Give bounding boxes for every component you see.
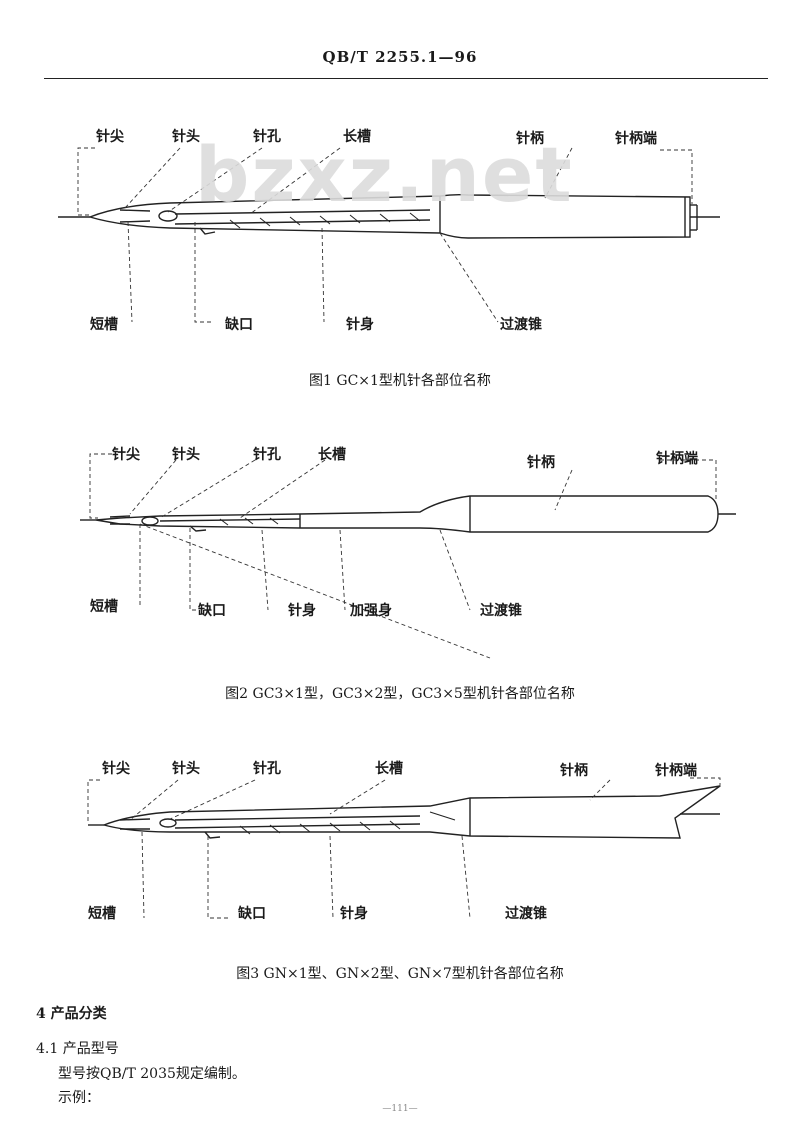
label-shank-end: 针柄端 [656, 451, 698, 467]
label-shank-end: 针柄端 [615, 131, 657, 147]
label-shank: 针柄 [560, 763, 588, 779]
label-notch: 缺口 [225, 317, 253, 333]
label-tip: 针尖 [96, 129, 124, 145]
label-notch: 缺口 [238, 906, 266, 922]
label-blade: 针身 [346, 317, 374, 333]
subsection-heading: 4.1 产品型号 [36, 1041, 119, 1057]
label-long-groove: 长槽 [375, 761, 403, 777]
label-eye: 针孔 [253, 129, 281, 145]
label-shank: 针柄 [516, 131, 544, 147]
label-head: 针头 [172, 761, 200, 777]
watermark: bzxz.net [195, 130, 574, 219]
figure-3-caption: 图3 GN×1型、GN×2型、GN×7型机针各部位名称 [236, 966, 564, 982]
label-eye: 针孔 [253, 447, 281, 463]
section-heading: 4 产品分类 [36, 1006, 107, 1022]
label-long-groove: 长槽 [318, 447, 346, 463]
label-short-groove: 短槽 [88, 906, 116, 922]
label-short-groove: 短槽 [90, 599, 118, 615]
page-footer: —111— [382, 1104, 418, 1114]
label-shank: 针柄 [527, 455, 555, 471]
figure-2-drawing [80, 453, 736, 659]
label-head: 针头 [172, 447, 200, 463]
label-long-groove: 长槽 [343, 129, 371, 145]
label-taper: 过渡锥 [505, 906, 547, 922]
label-reinforced: 加强身 [350, 603, 392, 619]
figure-1-drawing [58, 147, 720, 323]
label-blade: 针身 [288, 603, 316, 619]
figure-2-caption: 图2 GC3×1型，GC3×2型，GC3×5型机针各部位名称 [225, 686, 575, 702]
figure-1: bzxz.net 针尖 针头 针孔 长槽 针柄 针柄端 短槽 缺口 针身 过渡锥… [0, 0, 800, 400]
label-shank-end: 针柄端 [655, 763, 697, 779]
label-notch: 缺口 [198, 603, 226, 619]
label-tip: 针尖 [102, 761, 130, 777]
label-blade: 针身 [340, 906, 368, 922]
label-taper: 过渡锥 [500, 317, 542, 333]
label-eye: 针孔 [253, 761, 281, 777]
label-taper: 过渡锥 [480, 603, 522, 619]
label-head: 针头 [172, 129, 200, 145]
page-header: QB/T 2255.1—96 [322, 48, 478, 66]
body-line-2: 示例： [58, 1090, 100, 1106]
figure-1-caption: 图1 GC×1型机针各部位名称 [309, 373, 491, 389]
label-tip: 针尖 [112, 447, 140, 463]
figure-2: 针尖 针头 针孔 长槽 针柄 针柄端 短槽 缺口 针身 加强身 过渡锥 图2 G… [0, 400, 800, 710]
label-short-groove: 短槽 [90, 317, 118, 333]
body-line-1: 型号按QB/T 2035规定编制。 [58, 1066, 246, 1082]
figure-3: 针尖 针头 针孔 长槽 针柄 针柄端 短槽 缺口 针身 过渡锥 图3 GN×1型… [0, 740, 800, 985]
figure-3-drawing [87, 777, 721, 919]
header-rule [44, 78, 768, 79]
